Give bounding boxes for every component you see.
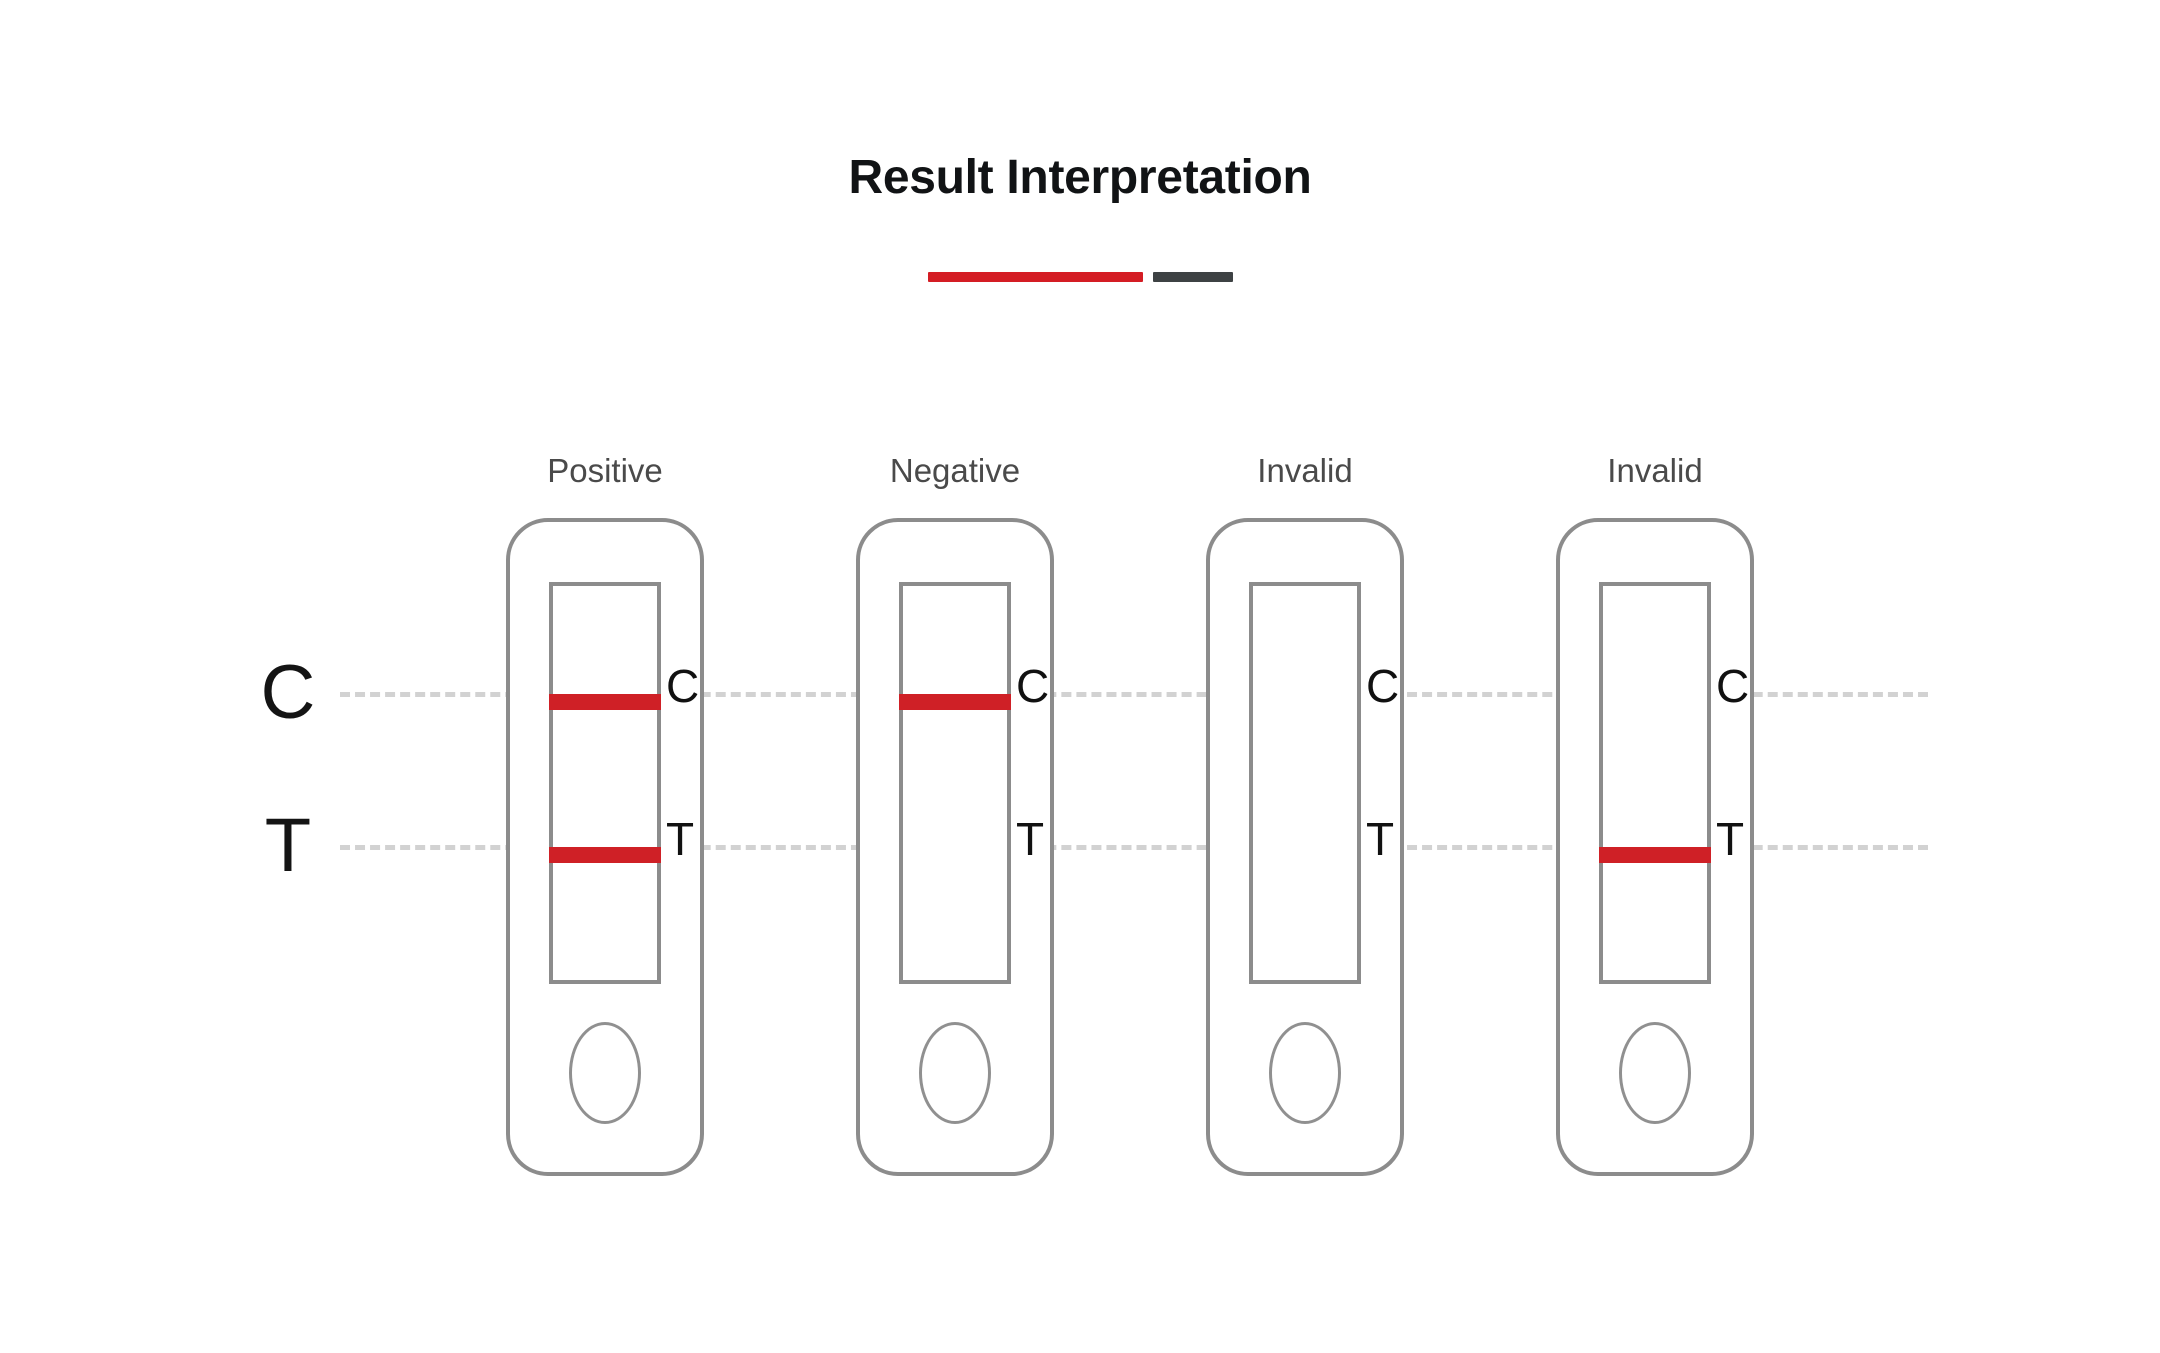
- cassette-label-0: Positive: [547, 452, 663, 489]
- sample-well-0: [569, 1022, 641, 1124]
- test-band-3: [1599, 847, 1711, 863]
- sample-well-1: [919, 1022, 991, 1124]
- cassette-label-3: Invalid: [1607, 452, 1703, 489]
- cassette-label-2: Invalid: [1257, 452, 1353, 489]
- cassette-2[interactable]: [1206, 518, 1404, 1176]
- cassette-3-control-letter: C: [1716, 660, 1750, 712]
- result-window-1: [899, 582, 1011, 984]
- cassette-label-1: Negative: [889, 452, 1021, 489]
- control-band-1: [899, 694, 1011, 710]
- result-window-0: [549, 582, 661, 984]
- page-title: Result Interpretation: [848, 151, 1312, 204]
- sample-well-2: [1269, 1022, 1341, 1124]
- cassette-2-test-letter: T: [1366, 813, 1395, 865]
- guide-line-control: [340, 692, 1928, 697]
- accent-bar-red: [927, 272, 1143, 282]
- cassette-3-test-letter: T: [1716, 813, 1745, 865]
- cassette-2-control-letter: C: [1366, 660, 1400, 712]
- cassette-1-test-letter: T: [1016, 813, 1045, 865]
- cassette-0-test-letter: T: [666, 813, 695, 865]
- cassette-3[interactable]: [1556, 518, 1754, 1176]
- cassette-1-control-letter: C: [1016, 660, 1050, 712]
- cassette-0[interactable]: [506, 518, 704, 1176]
- result-window-3: [1599, 582, 1711, 984]
- control-band-0: [549, 694, 661, 710]
- accent-bar-gray: [1152, 272, 1233, 282]
- sample-well-3: [1619, 1022, 1691, 1124]
- guide-line-test: [340, 845, 1928, 850]
- axis-label-control: C: [260, 650, 316, 735]
- cassette-0-control-letter: C: [666, 660, 700, 712]
- result-window-2: [1249, 582, 1361, 984]
- title-accent-bars: [0, 272, 2160, 282]
- axis-label-test: T: [264, 803, 312, 888]
- cassette-1[interactable]: [856, 518, 1054, 1176]
- test-band-0: [549, 847, 661, 863]
